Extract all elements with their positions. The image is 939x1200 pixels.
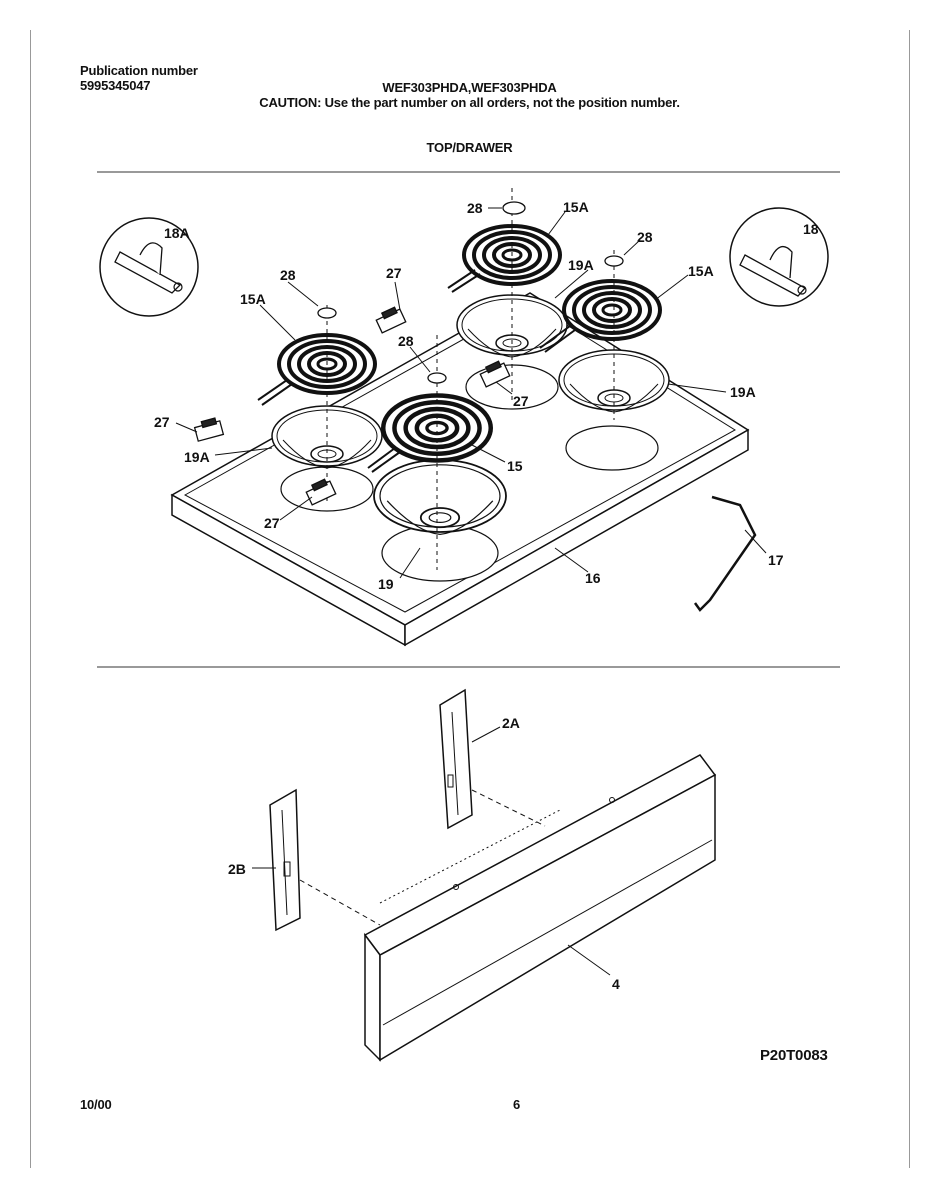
trim-ring-28-mid <box>427 372 447 384</box>
receptacle-27-left <box>193 417 225 442</box>
callout-19: 19 <box>378 576 394 592</box>
section-title: TOP/DRAWER <box>426 140 513 155</box>
caution-note: CAUTION: Use the part number on all orde… <box>259 95 680 110</box>
receptacle-27-mid <box>479 360 511 388</box>
callout-15a-right: 15A <box>688 263 714 279</box>
publication-label: Publication number <box>80 63 198 78</box>
trim-ring-28-top <box>502 201 526 215</box>
support-rod-17 <box>693 495 757 612</box>
callout-16: 16 <box>585 570 601 586</box>
page-number: 6 <box>513 1097 521 1112</box>
callout-18: 18 <box>803 221 819 237</box>
drawer-slide-2a <box>439 688 473 830</box>
callout-4: 4 <box>612 976 620 992</box>
revision-date: 10/00 <box>80 1097 112 1112</box>
burner-hole <box>381 524 499 582</box>
callout-15: 15 <box>507 458 523 474</box>
callout-28-top: 28 <box>467 200 483 216</box>
callout-17: 17 <box>768 552 784 568</box>
callout-27-left: 27 <box>154 414 170 430</box>
callout-27-mid: 27 <box>513 393 529 409</box>
callout-18a: 18A <box>164 225 190 241</box>
surface-element-15a-right <box>562 279 662 341</box>
drawer-front-4 <box>363 754 717 1062</box>
drawing-code: P20T0083 <box>760 1047 828 1064</box>
drawer-slide-2b <box>269 788 301 932</box>
callout-15a-top: 15A <box>563 199 589 215</box>
model-numbers: WEF303PHDA,WEF303PHDA <box>382 80 557 95</box>
callout-19a-left: 19A <box>184 449 210 465</box>
detail-circle-18 <box>729 207 829 307</box>
publication-number: 5995345047 <box>80 78 151 93</box>
burner-hole <box>565 425 659 471</box>
page-border <box>30 30 910 1168</box>
trim-ring-28-right <box>604 255 624 267</box>
callout-15a-left: 15A <box>240 291 266 307</box>
receptacle-27-top <box>375 306 407 334</box>
callout-28-mid: 28 <box>398 333 414 349</box>
callout-28-left: 28 <box>280 267 296 283</box>
callout-28-right: 28 <box>637 229 653 245</box>
callout-2b: 2B <box>228 861 246 877</box>
burner-hole <box>465 364 559 410</box>
callout-27-top: 27 <box>386 265 402 281</box>
callout-2a: 2A <box>502 715 520 731</box>
callout-27-bottom: 27 <box>264 515 280 531</box>
callout-19a-top: 19A <box>568 257 594 273</box>
trim-ring-28-left <box>317 307 337 319</box>
detail-circle-18a <box>99 217 199 317</box>
callout-19a-right: 19A <box>730 384 756 400</box>
